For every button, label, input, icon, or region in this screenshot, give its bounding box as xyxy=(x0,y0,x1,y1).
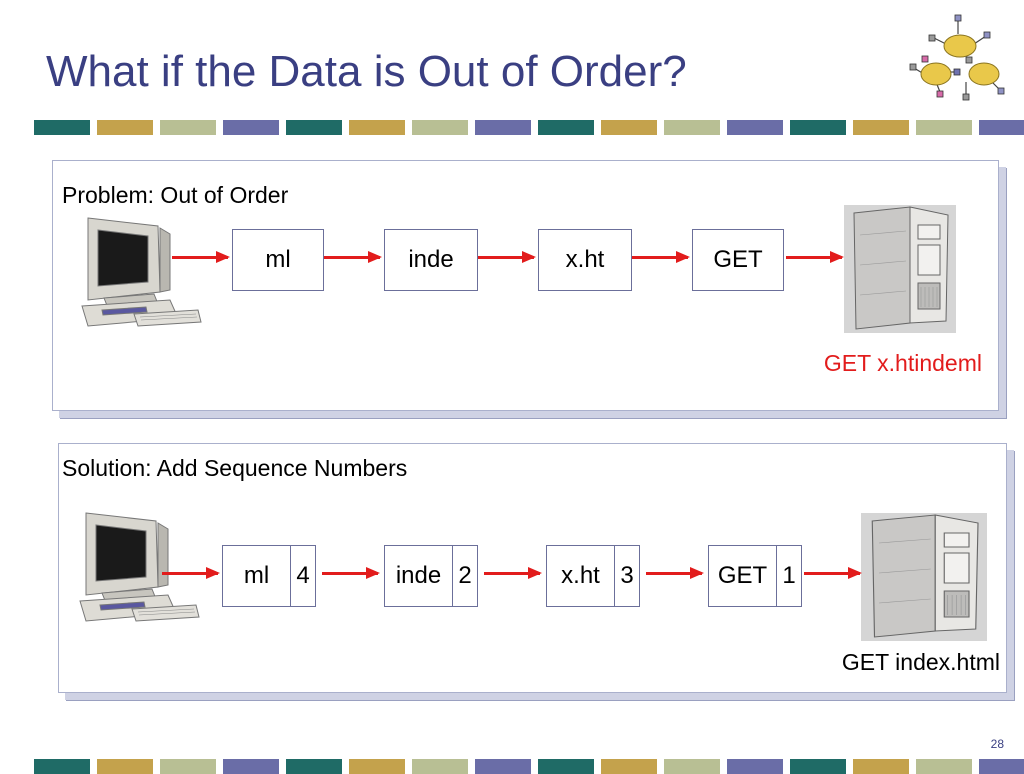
packet-box: inde xyxy=(384,229,478,291)
stripe-segment xyxy=(349,759,405,774)
stripe-segment xyxy=(790,120,846,135)
stripe-segment xyxy=(916,759,972,774)
arrow xyxy=(172,251,230,263)
stripe-segment xyxy=(412,120,468,135)
desktop-computer-icon xyxy=(79,512,200,622)
packet-data: ml xyxy=(265,246,291,273)
packet-box: x.ht xyxy=(538,229,632,291)
tower-server-icon xyxy=(844,205,956,333)
solution-result: GET index.html xyxy=(841,649,1000,675)
stripe-segment xyxy=(412,759,468,774)
stripe-segment xyxy=(916,120,972,135)
packet-box: inde 2 xyxy=(384,545,478,607)
arrow xyxy=(786,251,844,263)
sequence-number: 2 xyxy=(452,546,477,606)
problem-label: Problem: Out of Order xyxy=(62,182,289,208)
stripe-segment xyxy=(727,120,783,135)
solution-label: Solution: Add Sequence Numbers xyxy=(62,455,408,481)
stripe-segment xyxy=(853,120,909,135)
packet-data: x.ht xyxy=(565,246,605,273)
sequence-number: 3 xyxy=(614,546,639,606)
stripe-segment xyxy=(664,759,720,774)
arrow xyxy=(484,567,542,579)
stripe-segment xyxy=(286,759,342,774)
stripe-segment xyxy=(979,759,1024,774)
arrow xyxy=(632,251,690,263)
sequence-number: 1 xyxy=(776,546,801,606)
arrow xyxy=(646,567,704,579)
stripe-segment xyxy=(349,120,405,135)
top-stripe xyxy=(34,120,1024,135)
packet-box: ml 4 xyxy=(222,545,316,607)
network-cloud-logo-icon xyxy=(909,14,1005,101)
stripe-segment xyxy=(853,759,909,774)
packet-data: ml xyxy=(243,562,270,589)
packet-data: GET xyxy=(717,562,768,589)
stripe-segment xyxy=(34,759,90,774)
packet-box: GET xyxy=(692,229,784,291)
stripe-segment xyxy=(160,759,216,774)
stripe-segment xyxy=(979,120,1024,135)
desktop-computer-icon xyxy=(81,217,202,327)
stripe-segment xyxy=(601,120,657,135)
stripe-segment xyxy=(538,120,594,135)
stripe-segment xyxy=(286,120,342,135)
slide-title: What if the Data is Out of Order? xyxy=(46,47,687,96)
stripe-segment xyxy=(727,759,783,774)
arrow xyxy=(324,251,382,263)
problem-result: GET x.htindeml xyxy=(823,350,982,376)
stripe-segment xyxy=(97,759,153,774)
tower-server-icon xyxy=(861,513,987,641)
stripe-segment xyxy=(664,120,720,135)
page-number: 28 xyxy=(990,737,1004,751)
arrow xyxy=(804,567,862,579)
packet-data: x.ht xyxy=(561,562,600,589)
packet-box: ml xyxy=(232,229,324,291)
stripe-segment xyxy=(223,759,279,774)
packet-data: inde xyxy=(395,562,442,589)
stripe-segment xyxy=(790,759,846,774)
stripe-segment xyxy=(223,120,279,135)
stripe-segment xyxy=(538,759,594,774)
sequence-number: 4 xyxy=(290,546,315,606)
bottom-stripe xyxy=(34,759,1024,774)
packet-box: x.ht 3 xyxy=(546,545,640,607)
stripe-segment xyxy=(601,759,657,774)
stripe-segment xyxy=(97,120,153,135)
packet-data: GET xyxy=(713,246,763,273)
arrow xyxy=(478,251,536,263)
arrow xyxy=(322,567,380,579)
stripe-segment xyxy=(160,120,216,135)
stripe-segment xyxy=(475,120,531,135)
packet-box: GET 1 xyxy=(708,545,802,607)
stripe-segment xyxy=(34,120,90,135)
arrow xyxy=(162,567,220,579)
problem-panel xyxy=(52,160,999,411)
packet-data: inde xyxy=(408,246,454,273)
stripe-segment xyxy=(475,759,531,774)
